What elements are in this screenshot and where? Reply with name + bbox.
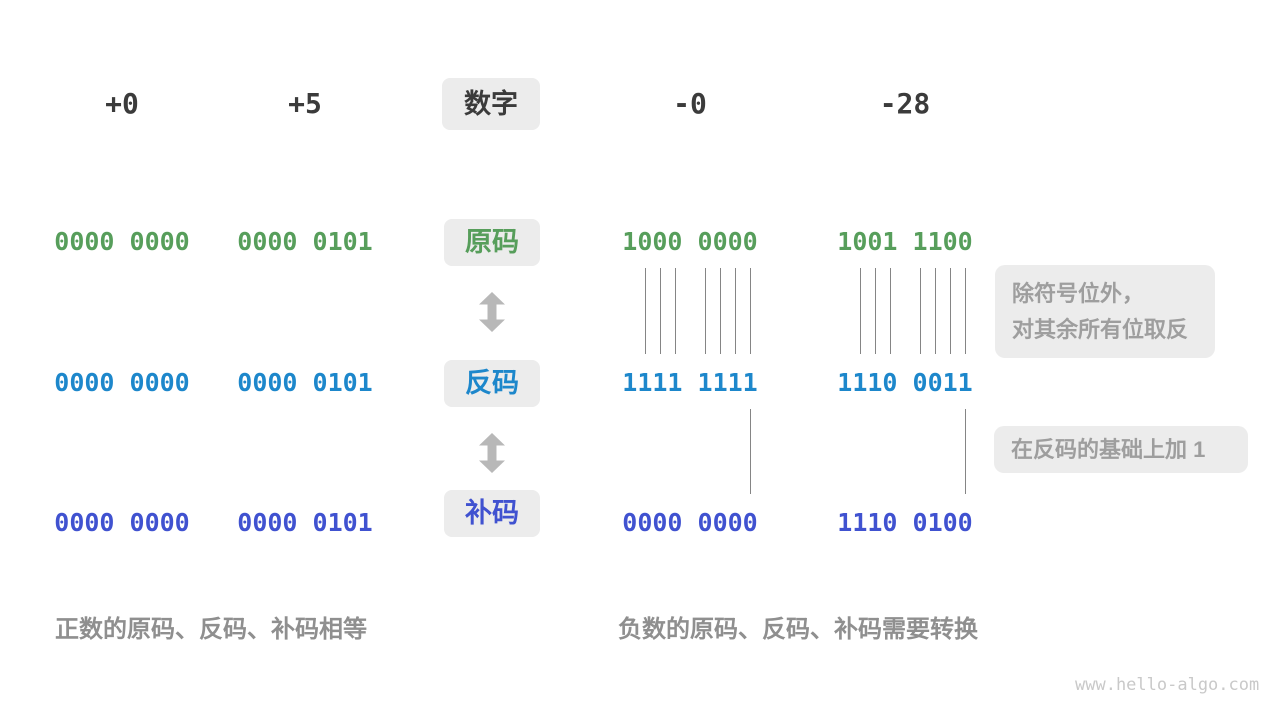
bit-connector-line <box>735 268 737 354</box>
ones-complement-value: 1110 0011 <box>837 368 973 397</box>
label-box-ones-complement: 反码 <box>444 360 540 407</box>
ones-complement-value: 0000 0000 <box>54 368 190 397</box>
bit-connector-line <box>965 268 967 354</box>
annotation-line: 除符号位外， <box>1012 280 1145 306</box>
twos-complement-value: 0000 0000 <box>54 508 190 537</box>
bit-connector-line <box>859 268 861 354</box>
label-box-sign-magnitude: 原码 <box>444 219 540 266</box>
sign-magnitude-value: 0000 0000 <box>54 227 190 256</box>
twos-complement-value: 1110 0100 <box>837 508 973 537</box>
twos-complement-value: 0000 0101 <box>237 508 373 537</box>
up-down-arrow-icon <box>479 292 505 332</box>
bit-connector-line <box>720 268 722 354</box>
header-value-minus-28: -28 <box>879 87 931 120</box>
bit-connector-line <box>874 268 876 354</box>
annotation-bit-flip: 除符号位外， 对其余所有位取反 <box>995 265 1215 358</box>
bit-connector-line <box>920 268 922 354</box>
add-one-connector-line <box>965 409 967 494</box>
label-box-twos-complement: 补码 <box>444 490 540 537</box>
bit-connector-line <box>950 268 952 354</box>
bit-connector-line <box>644 268 646 354</box>
ones-complement-value: 0000 0101 <box>237 368 373 397</box>
twos-complement-value: 0000 0000 <box>622 508 758 537</box>
sign-magnitude-value: 1000 0000 <box>622 227 758 256</box>
caption-positive-numbers: 正数的原码、反码、补码相等 <box>55 616 367 643</box>
label-box-number: 数字 <box>442 78 540 130</box>
annotation-line: 在反码的基础上加 1 <box>1011 437 1206 462</box>
up-down-arrow-icon <box>479 433 505 473</box>
sign-magnitude-value: 0000 0101 <box>237 227 373 256</box>
bit-connector-line <box>889 268 891 354</box>
add-one-connector-line <box>750 409 752 494</box>
bit-connector-line <box>935 268 937 354</box>
annotation-add-one: 在反码的基础上加 1 <box>994 426 1248 473</box>
bit-connector-line <box>750 268 752 354</box>
header-value-minus-0: -0 <box>673 87 707 120</box>
site-watermark: www.hello-algo.com <box>1075 675 1260 695</box>
caption-negative-numbers: 负数的原码、反码、补码需要转换 <box>618 616 978 643</box>
bit-connector-line <box>659 268 661 354</box>
bit-connector-line <box>674 268 676 354</box>
bit-connector-line <box>705 268 707 354</box>
header-value-plus-0: +0 <box>105 87 139 120</box>
annotation-line: 对其余所有位取反 <box>1012 316 1189 342</box>
header-value-plus-5: +5 <box>288 87 322 120</box>
sign-magnitude-value: 1001 1100 <box>837 227 973 256</box>
ones-complement-value: 1111 1111 <box>622 368 758 397</box>
